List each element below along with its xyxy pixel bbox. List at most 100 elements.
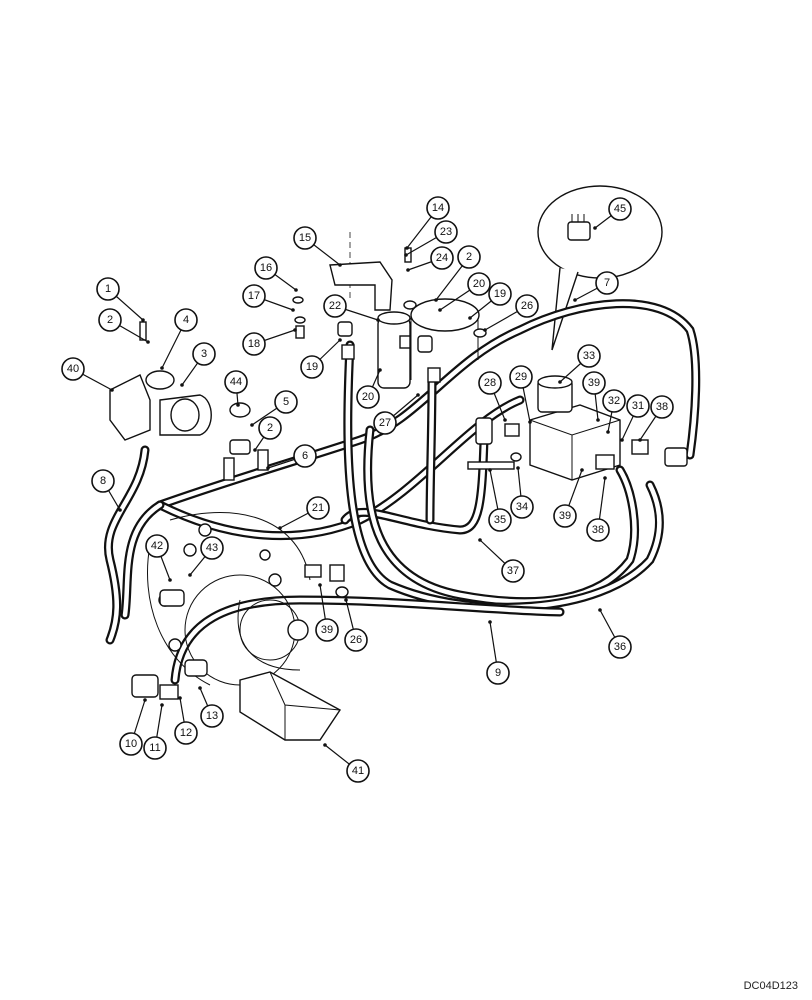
callout-label: 14: [432, 202, 444, 214]
callout-circle: [174, 308, 198, 332]
callout-circle: [145, 534, 169, 558]
callout-label: 26: [350, 634, 362, 646]
callout-circle: [200, 704, 224, 728]
leader-tip: [620, 438, 624, 442]
callout-circle: [486, 661, 510, 685]
callout-label: 36: [614, 641, 626, 653]
elbow-fittings: [223, 321, 441, 481]
callout-circle: [258, 416, 282, 440]
callout-5: 5: [274, 390, 298, 414]
callout-circle: [192, 342, 216, 366]
callout-label: 43: [206, 542, 218, 554]
callout-circle: [293, 226, 317, 250]
callout-label: 11: [149, 742, 160, 754]
callout-circle: [300, 355, 324, 379]
leader-tip: [323, 743, 327, 747]
leader-tip: [344, 598, 348, 602]
callout-circle: [426, 196, 450, 220]
callout-19: 19: [488, 282, 512, 306]
leader-tip: [516, 466, 520, 470]
callout-label: 8: [100, 475, 106, 487]
leader-tip: [160, 366, 164, 370]
callout-circle: [274, 390, 298, 414]
callout-circle: [553, 504, 577, 528]
callout-label: 13: [206, 710, 218, 722]
callout-label: 4: [183, 314, 189, 326]
callout-label: 38: [656, 401, 668, 413]
callout-23: 23: [434, 220, 458, 244]
leader-tip: [503, 418, 507, 422]
callout-label: 20: [473, 278, 485, 290]
leader-tip: [160, 703, 164, 707]
callout-circle: [356, 385, 380, 409]
callout-label: 23: [440, 226, 452, 238]
callout-label: 45: [614, 203, 626, 215]
callout-circle: [242, 284, 266, 308]
callout-label: 12: [180, 727, 192, 739]
callout-17: 17: [242, 284, 266, 308]
drawing-code: DC04D123: [743, 980, 798, 992]
callout-label: 39: [321, 624, 333, 636]
callout-26: 26: [344, 628, 368, 652]
callout-label: 22: [329, 300, 341, 312]
callout-circle: [61, 357, 85, 381]
leader-tip: [168, 578, 172, 582]
callout-circle: [346, 759, 370, 783]
callout-circle: [430, 246, 454, 270]
callout-43: 43: [200, 536, 224, 560]
callout-circle: [515, 294, 539, 318]
callout-label: 40: [67, 363, 79, 375]
callout-circle: [509, 365, 533, 389]
callout-45: 45: [608, 197, 632, 221]
callout-label: 31: [632, 400, 644, 412]
callout-label: 19: [306, 361, 318, 373]
callout-label: 20: [362, 391, 374, 403]
callout-circle: [323, 294, 347, 318]
callout-20: 20: [356, 385, 380, 409]
callout-label: 6: [302, 450, 308, 462]
leader-tip: [478, 538, 482, 542]
callout-label: 39: [588, 377, 600, 389]
leader-tip: [468, 316, 472, 320]
leader-tip: [338, 263, 342, 267]
leader-tip: [573, 298, 577, 302]
pump-assembly: [109, 321, 212, 441]
leader-tip: [293, 328, 297, 332]
callout-26: 26: [515, 294, 539, 318]
callout-label: 16: [260, 262, 272, 274]
leader-tip: [146, 340, 150, 344]
leader-tip: [593, 226, 597, 230]
leader-tip: [378, 368, 382, 372]
callout-circle: [626, 394, 650, 418]
callout-16: 16: [254, 256, 278, 280]
callout-label: 29: [515, 371, 527, 383]
callout-label: 42: [151, 540, 163, 552]
callout-14: 14: [426, 196, 450, 220]
callout-circle: [200, 536, 224, 560]
callout-label: 41: [352, 765, 364, 777]
callout-circle: [315, 618, 339, 642]
callout-9: 9: [486, 661, 510, 685]
leader-tip: [404, 253, 408, 257]
callout-circle: [478, 371, 502, 395]
callout-circle: [488, 282, 512, 306]
leader-tip: [406, 268, 410, 272]
callout-label: 34: [516, 501, 528, 513]
callout-circle: [306, 496, 330, 520]
callout-39: 39: [315, 618, 339, 642]
callout-29: 29: [509, 365, 533, 389]
callout-circle: [457, 245, 481, 269]
leader-tip: [596, 418, 600, 422]
callout-label: 10: [125, 738, 137, 750]
callout-31: 31: [626, 394, 650, 418]
callout-circle: [650, 395, 674, 419]
bracket-and-accumulator: [292, 232, 487, 389]
callout-circle: [91, 469, 115, 493]
callout-27: 27: [373, 411, 397, 435]
callout-label: 2: [267, 422, 273, 434]
leader-tip: [318, 583, 322, 587]
leader-tip: [405, 246, 409, 250]
callout-label: 17: [248, 290, 260, 302]
callout-34: 34: [510, 495, 534, 519]
callout-circle: [254, 256, 278, 280]
